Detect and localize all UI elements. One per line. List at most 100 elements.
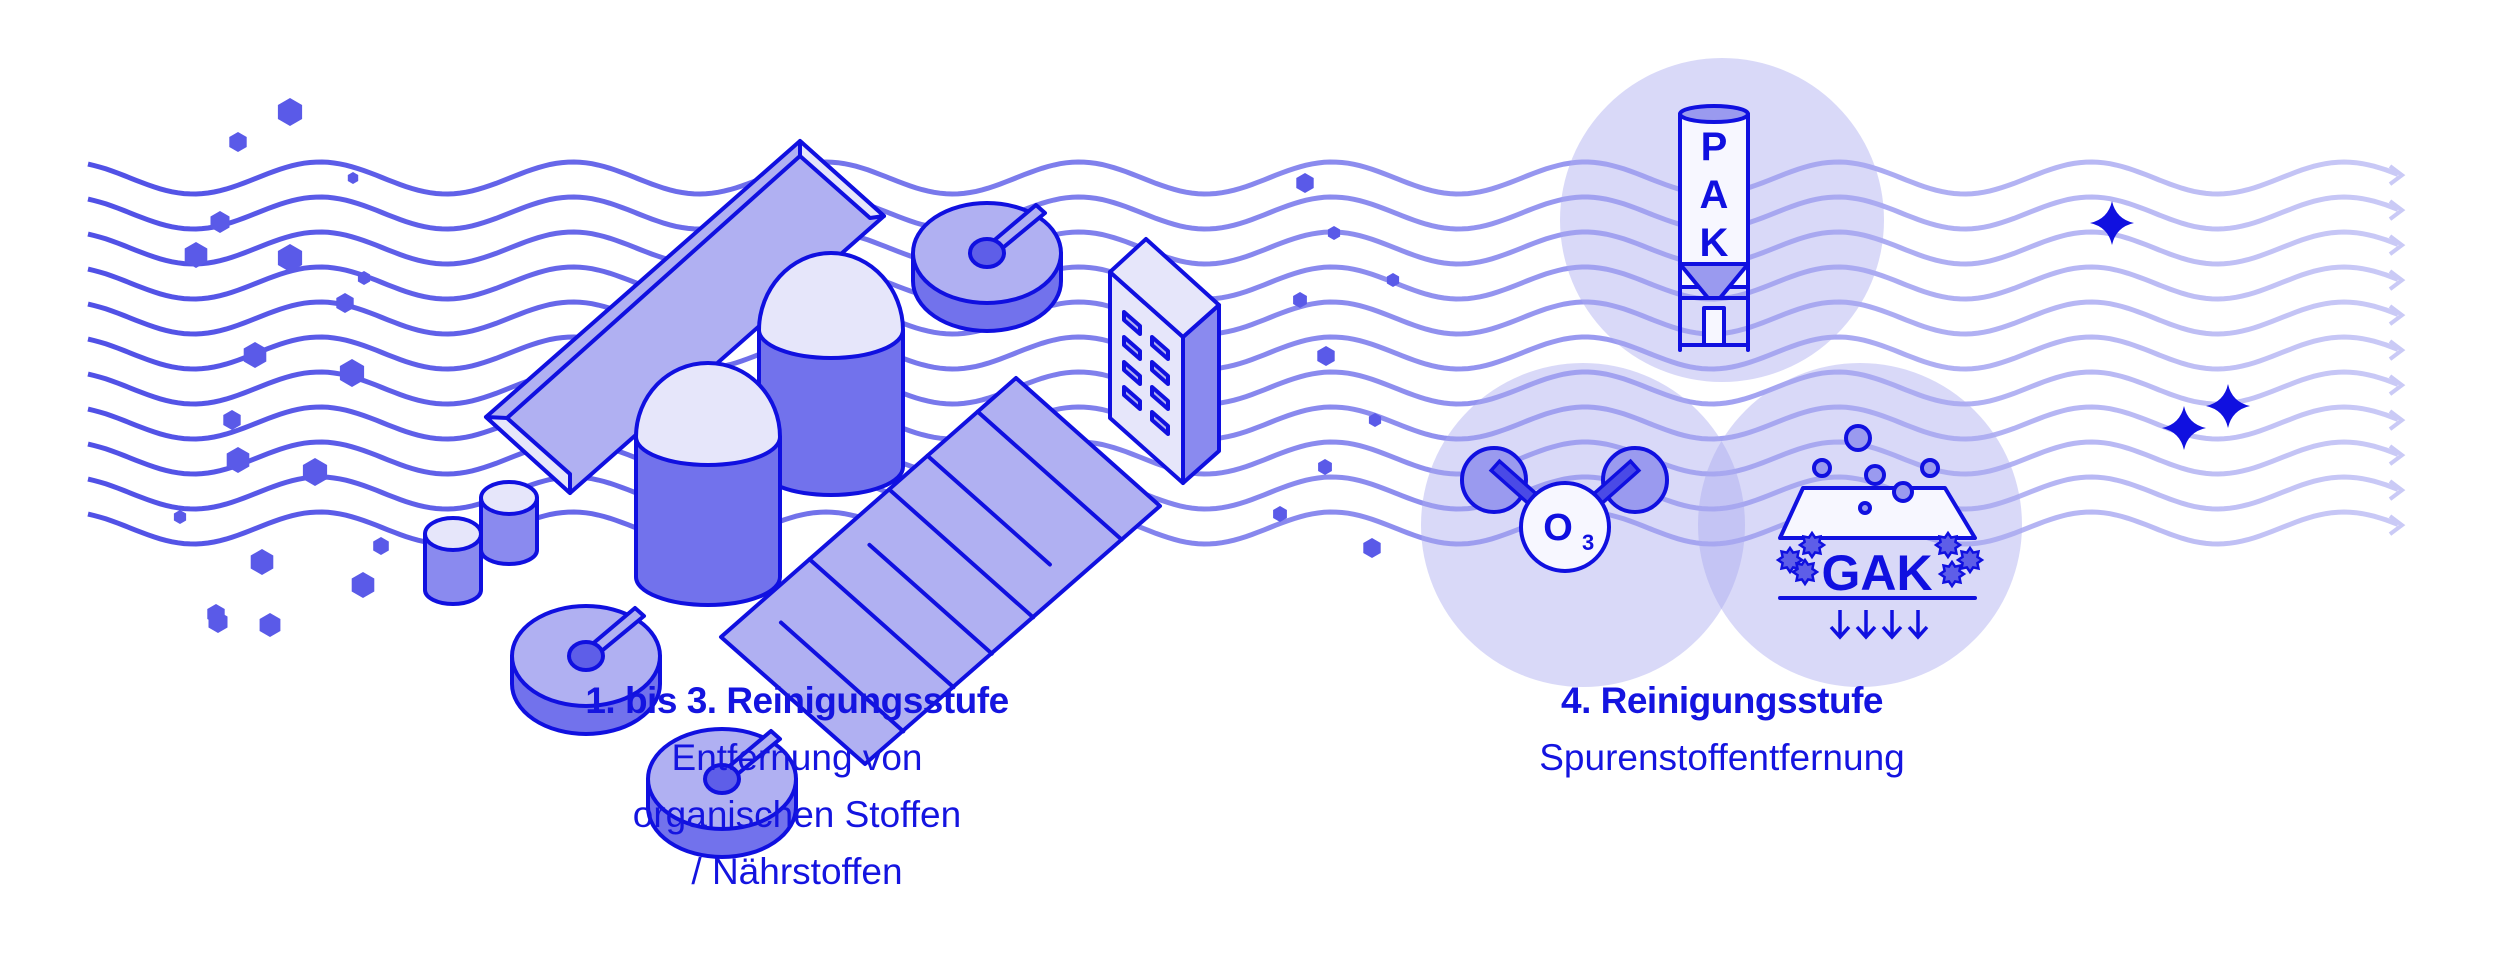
arrow-head-icon (2388, 164, 2406, 186)
arrow-head-icon (2388, 234, 2406, 256)
basin-divider (975, 409, 1124, 542)
window (1122, 360, 1142, 386)
particle-hexagon (339, 359, 365, 387)
particle-hexagon (1273, 506, 1287, 522)
wave-line (87, 159, 2399, 197)
carbon-granule (1937, 559, 1967, 589)
arrow-down-icon (1881, 610, 1903, 640)
aeration-basin (719, 376, 1162, 766)
pak-letter: P (1701, 125, 1728, 169)
long-basin (484, 139, 886, 495)
pak-silo-icon: P A K (1678, 104, 1750, 352)
particle-hexagon (1368, 413, 1382, 427)
stage-description-line: Entfernung von (671, 737, 923, 778)
particle-hexagon (223, 410, 241, 430)
clarifier-tank (646, 727, 798, 859)
arrow-down-icon (1855, 610, 1877, 640)
stage-1-3-label: 1. bis 3. Reinigungsstufe Entfernung von… (497, 673, 1097, 900)
sparkle-icon (2206, 384, 2250, 428)
wave-line (87, 334, 2399, 372)
wave-line (87, 474, 2399, 512)
particle-hexagon (1327, 226, 1341, 240)
small-tank (479, 480, 539, 566)
stage-title: 1. bis 3. Reinigungsstufe (585, 680, 1009, 721)
carbon-granule (1933, 530, 1963, 560)
particle-hexagon (302, 458, 328, 486)
window (1150, 360, 1170, 386)
clarifier-tank (510, 604, 662, 736)
particle-hexagon (1293, 292, 1307, 308)
arrow-head-icon (2388, 444, 2406, 466)
arrow-head-icon (2388, 409, 2406, 431)
particle-hexagon (347, 172, 359, 184)
ozone-subscript: 3 (1582, 530, 1594, 555)
gak-label: GAK (1821, 545, 1932, 601)
window (1150, 385, 1170, 411)
wave-line (87, 404, 2399, 442)
arrow-head-icon (2388, 339, 2406, 361)
particle-hexagon (1296, 173, 1314, 193)
clarifier-tank (911, 201, 1063, 333)
particle-hexagon (184, 242, 208, 268)
clarifier-center (968, 237, 1006, 269)
stage-description-line: / Nährstoffen (691, 851, 903, 892)
particle-hexagon (259, 613, 281, 637)
particle-hexagon (1386, 273, 1400, 287)
window (1122, 335, 1142, 361)
particle-hexagon (250, 549, 274, 575)
wave-line (87, 439, 2399, 477)
arrow-down-icon (1829, 610, 1851, 640)
particle-hexagon (336, 293, 354, 313)
particle-hexagon (277, 244, 303, 272)
particle-hexagon (357, 271, 371, 285)
particle-hexagon (373, 537, 389, 555)
carbon-granule (1797, 530, 1827, 560)
sparkle-icon (2090, 201, 2134, 245)
stage-description-line: organischen Stoffen (632, 794, 962, 835)
particle-hexagon (208, 611, 228, 633)
ozone-molecule-icon: O 3 (1460, 446, 1669, 573)
window (1150, 410, 1170, 436)
particle-hexagon (229, 132, 247, 152)
arrow-head-icon (2388, 304, 2406, 326)
stage-title: 4. Reinigungsstufe (1561, 680, 1883, 721)
arrow-head-icon (2388, 374, 2406, 396)
arrow-head-icon (2388, 479, 2406, 501)
particle-hexagon (243, 342, 267, 368)
ozone-label: O (1543, 507, 1573, 549)
window (1122, 310, 1142, 336)
arrow-down-icon (1907, 610, 1929, 640)
basin-divider (778, 620, 906, 734)
window (1122, 385, 1142, 411)
basin-divider (807, 557, 956, 690)
particles (173, 98, 1400, 637)
wave-line (87, 264, 2399, 302)
stage-description-line: Spurenstoffentfernung (1539, 737, 1905, 778)
window (1150, 335, 1170, 361)
digester-tank (757, 251, 905, 497)
digester-tank (634, 361, 782, 607)
wave-line (87, 194, 2399, 232)
clarifier-center (567, 640, 605, 672)
particle-hexagon (173, 510, 187, 524)
wave-line (87, 299, 2399, 337)
building (1108, 237, 1221, 485)
pak-letter: A (1700, 173, 1729, 217)
water-waves (87, 159, 2406, 547)
basin-divider (887, 487, 1036, 620)
basin-divider (925, 453, 1052, 567)
basin-divider (867, 542, 994, 656)
particle-hexagon (210, 211, 230, 233)
arrow-head-icon (2388, 199, 2406, 221)
particle-hexagon (226, 447, 250, 473)
particle-hexagon (1318, 459, 1332, 475)
particle-hexagon (351, 572, 375, 598)
particle-hexagon (1317, 346, 1335, 366)
sparkle-icons (2090, 201, 2250, 450)
stage-4-label: 4. Reinigungsstufe Spurenstoffentfernung (1422, 673, 2022, 786)
carbon-granule (1790, 557, 1820, 587)
sparkle-icon (2162, 406, 2206, 450)
small-tank (423, 516, 483, 606)
